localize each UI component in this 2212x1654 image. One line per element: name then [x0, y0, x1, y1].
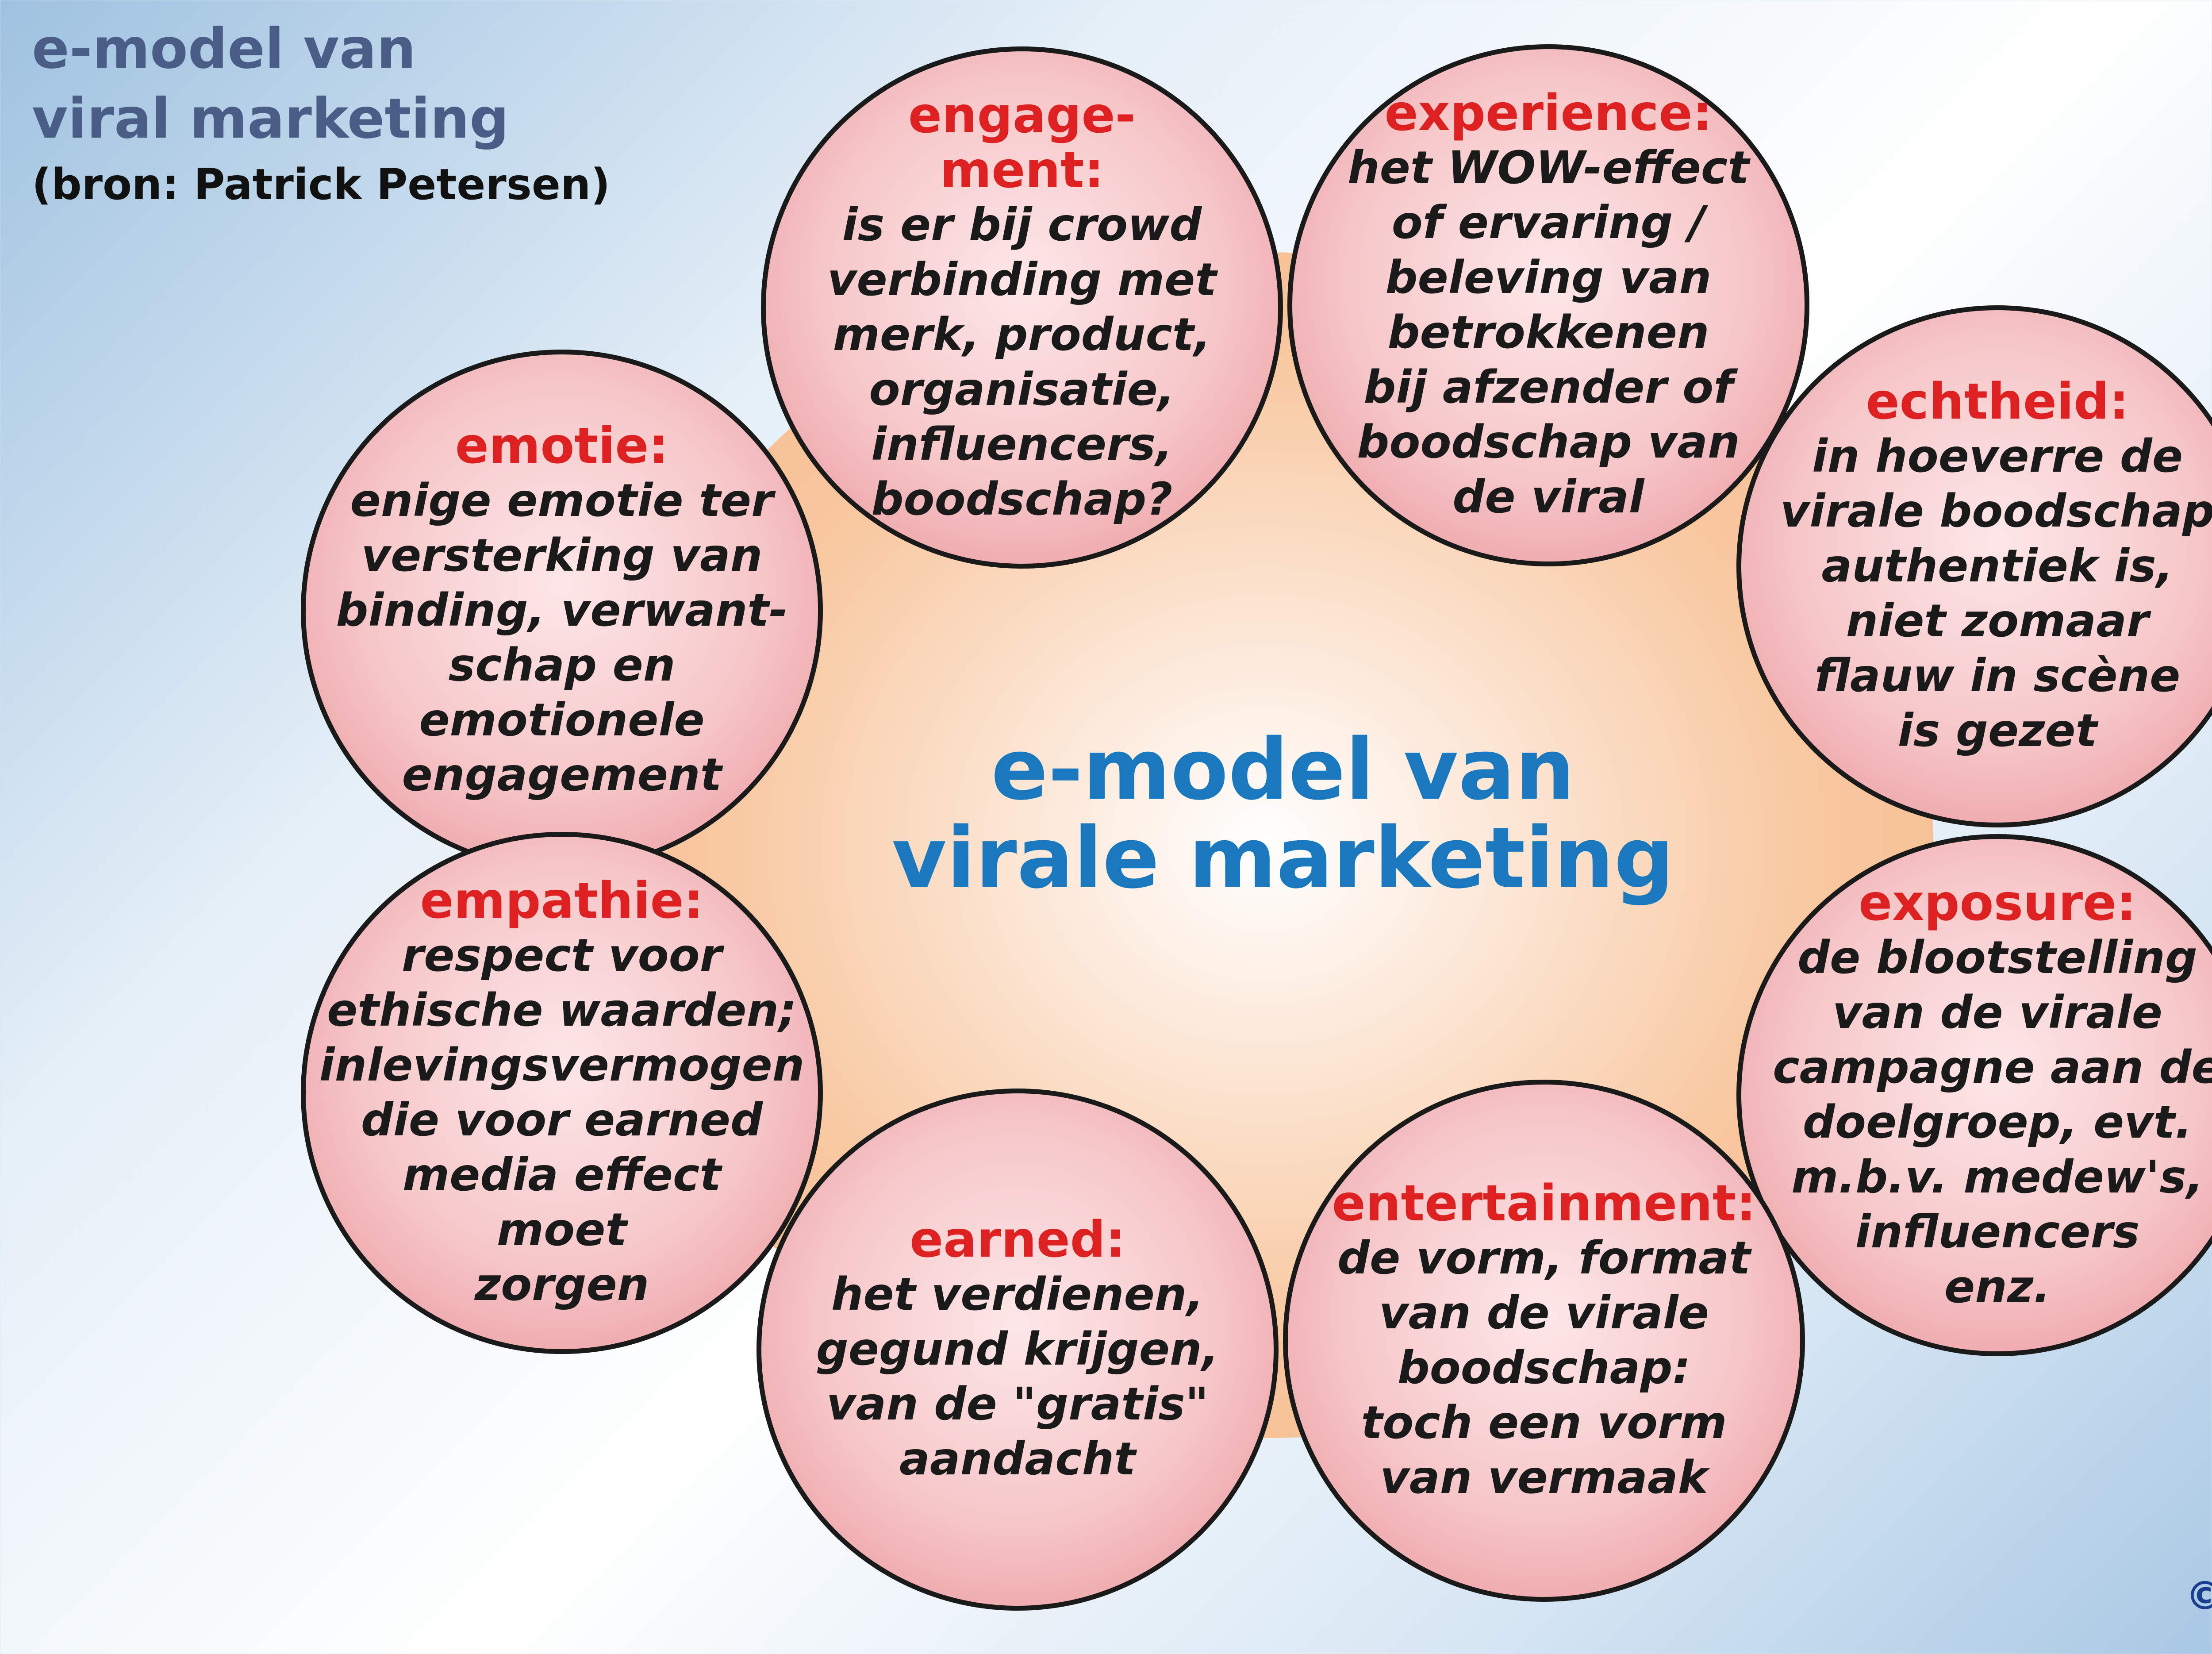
- copyright-mark: ©3R: [2185, 1573, 2212, 1619]
- circle-engagement: engage- ment: is er bij crowd verbinding…: [761, 46, 1283, 569]
- circle-empathie: empathie: respect voor ethische waarden;…: [301, 832, 823, 1354]
- circle-experience-body: het WOW-effect of ervaring / beleving va…: [1347, 142, 1750, 523]
- circle-entertainment-title: entertainment:: [1332, 1175, 1756, 1232]
- circle-exposure-body: de blootstelling van de virale campagne …: [1773, 931, 2212, 1313]
- circle-earned-body: het verdienen, gegund krijgen, van de "g…: [816, 1268, 1219, 1485]
- circle-echtheid: echtheid: in hoeverre de virale boodscha…: [1736, 305, 2212, 827]
- center-title-line2: virale marketing: [891, 809, 1674, 907]
- circle-empathie-title: empathie:: [420, 872, 704, 930]
- circle-earned: earned: het verdienen, gegund krijgen, v…: [757, 1089, 1279, 1611]
- circle-echtheid-title: echtheid:: [1866, 373, 2129, 431]
- corner-title-line1: e-model van: [32, 17, 416, 81]
- center-title-line1: e-model van: [991, 721, 1575, 819]
- circle-earned-title: earned:: [910, 1211, 1125, 1269]
- circle-engagement-title: engage- ment:: [908, 87, 1136, 199]
- circle-exposure: exposure: de blootstelling van de virale…: [1736, 834, 2212, 1356]
- circle-emotie-title: emotie:: [455, 417, 669, 475]
- circle-engagement-body: is er bij crowd verbinding met merk, pro…: [827, 199, 1217, 526]
- center-title: e-model van virale marketing: [730, 726, 1836, 903]
- circle-empathie-body: respect voor ethische waarden; inlevings…: [319, 929, 805, 1311]
- corner-subtitle: (bron: Patrick Petersen): [32, 160, 611, 209]
- circle-experience-title: experience:: [1384, 85, 1713, 142]
- circle-emotie-body: enige emotie ter versterking van binding…: [336, 474, 788, 801]
- circle-exposure-title: exposure:: [1859, 874, 2136, 932]
- circle-entertainment-body: de vorm, format van de virale boodschap:…: [1337, 1232, 1751, 1504]
- circle-emotie: emotie: enige emotie ter versterking van…: [301, 350, 823, 872]
- circle-experience: experience: het WOW-effect of ervaring /…: [1287, 44, 1809, 566]
- circle-entertainment: entertainment: de vorm, format van de vi…: [1283, 1080, 1805, 1602]
- corner-title: e-model van viral marketing (bron: Patri…: [32, 14, 610, 213]
- corner-title-line2: viral marketing: [32, 87, 509, 151]
- circle-echtheid-body: in hoeverre de virale boodschap authenti…: [1780, 430, 2212, 757]
